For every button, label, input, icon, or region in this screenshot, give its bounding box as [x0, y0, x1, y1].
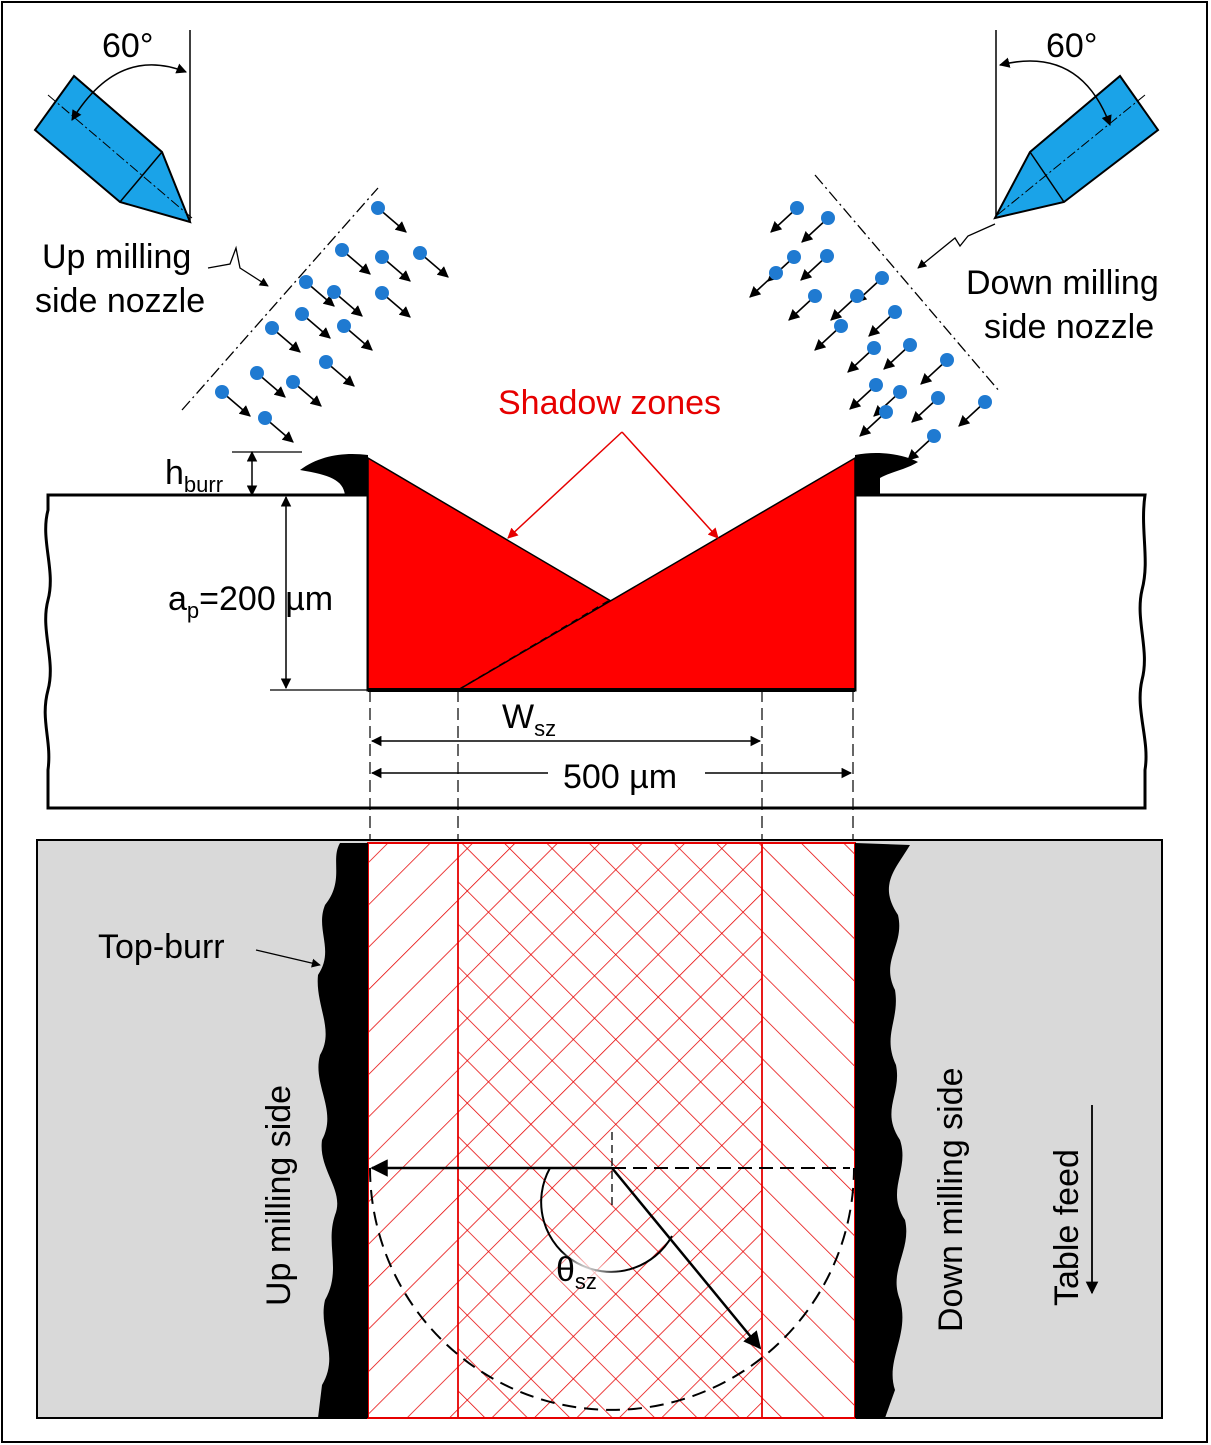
left-spray-boundary: [181, 187, 379, 411]
tool-dashed-circle: [369, 1167, 855, 1411]
up-milling-side-label: Up milling side: [260, 1085, 298, 1306]
droplet-icon: [978, 395, 992, 409]
left-angle-arc: [71, 63, 187, 121]
up-nozzle-leader: [207, 245, 269, 287]
droplet-icon: [295, 307, 309, 321]
droplet-icon: [413, 246, 427, 260]
droplet-icon: [375, 286, 389, 300]
droplets-left: [215, 201, 449, 443]
droplet-icon: [867, 341, 881, 355]
droplet-icon: [875, 271, 889, 285]
down-milling-side-label: Down milling side: [932, 1067, 970, 1332]
top-burr-pointer: [255, 949, 321, 968]
droplet-icon: [893, 385, 907, 399]
droplet-icon: [375, 250, 389, 264]
hidden-line: [457, 599, 611, 691]
down-milling-nozzle-icon: [993, 74, 1160, 220]
droplet-icon: [869, 378, 883, 392]
droplet-icon: [808, 289, 822, 303]
theta-label-backdrop: [542, 1248, 622, 1296]
droplet-icon: [335, 243, 349, 257]
droplets-right: [749, 201, 992, 461]
droplet-icon: [834, 319, 848, 333]
droplet-icon: [319, 355, 333, 369]
shadow-pointer-right: [621, 431, 719, 539]
slot-hatch-b: [458, 843, 855, 1418]
up-milling-nozzle-icon: [33, 74, 193, 224]
right-angle-arc: [998, 57, 1112, 126]
down-nozzle-label: Down milling side nozzle: [966, 264, 1168, 346]
droplet-icon: [931, 391, 945, 405]
droplet-icon: [286, 375, 300, 389]
shadow-pointer-left: [507, 431, 623, 539]
droplet-icon: [850, 289, 864, 303]
droplet-icon: [820, 249, 834, 263]
hburr-label: hburr: [165, 454, 223, 497]
up-nozzle-label: Up milling side nozzle: [35, 238, 205, 320]
droplet-icon: [888, 305, 902, 319]
droplet-icon: [879, 405, 893, 419]
droplet-icon: [258, 411, 272, 425]
droplet-icon: [769, 266, 783, 280]
droplet-icon: [787, 250, 801, 264]
droplet-icon: [265, 321, 279, 335]
ap-label: ap=200 µm: [168, 580, 333, 623]
droplet-icon: [821, 211, 835, 225]
tool-radius-theta-arrow: [611, 1167, 762, 1350]
top-burr-right: [855, 843, 910, 1418]
droplet-icon: [327, 285, 341, 299]
width-label: 500 µm: [563, 758, 677, 796]
wsz-label: Wsz: [502, 698, 556, 741]
droplet-icon: [371, 201, 385, 215]
droplet-icon: [790, 201, 804, 215]
left-angle-label: 60°: [102, 27, 153, 65]
shadow-zones-label: Shadow zones: [498, 384, 721, 422]
droplet-icon: [250, 366, 264, 380]
droplet-icon: [299, 275, 313, 289]
droplet-icon: [940, 353, 954, 367]
theta-label: θsz: [556, 1251, 597, 1294]
droplet-icon: [903, 338, 917, 352]
droplet-icon: [337, 319, 351, 333]
burr-left: [300, 453, 368, 495]
right-angle-label: 60°: [1046, 27, 1097, 65]
droplet-icon: [927, 429, 941, 443]
right-spray-boundary: [814, 174, 1001, 393]
table-feed-label: Table feed: [1048, 1149, 1086, 1306]
droplet-icon: [215, 385, 229, 399]
workpiece-cross-section: [43, 493, 1148, 810]
top-burr-left: [317, 843, 368, 1418]
top-burr-label: Top-burr: [98, 928, 225, 966]
burr-right: [855, 452, 918, 495]
down-nozzle-leader: [917, 223, 996, 269]
